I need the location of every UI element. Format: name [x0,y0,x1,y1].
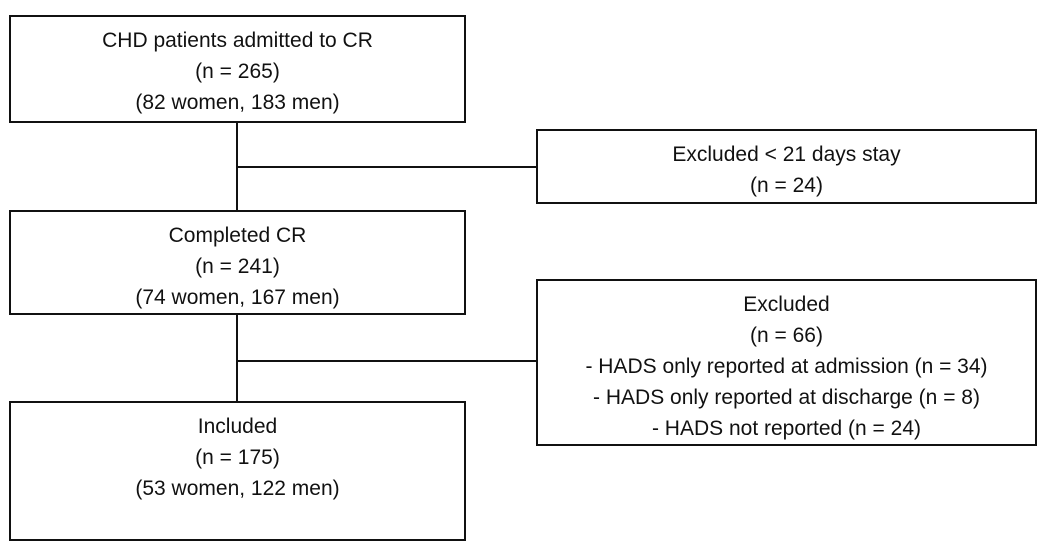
excluded-stay-box: Excluded < 21 days stay (n = 24) [536,129,1037,204]
completed-breakdown: (74 women, 167 men) [135,286,340,309]
excluded-stay-title: Excluded < 21 days stay [672,143,901,166]
connector-completed-to-included [236,315,238,401]
included-box: Included (n = 175) (53 women, 122 men) [9,401,466,541]
connector-to-excluded-hads [236,360,536,362]
admitted-box: CHD patients admitted to CR (n = 265) (8… [9,15,466,123]
completed-box: Completed CR (n = 241) (74 women, 167 me… [9,210,466,315]
admitted-count: (n = 265) [195,60,280,83]
excluded-hads-count: (n = 66) [750,324,823,347]
included-count: (n = 175) [195,446,280,469]
admitted-title: CHD patients admitted to CR [102,29,373,52]
excluded-reason: - HADS only reported at admission (n = 3… [585,355,988,378]
connector-to-excluded-stay [236,166,536,168]
excluded-reason: - HADS not reported (n = 24) [651,417,922,440]
included-breakdown: (53 women, 122 men) [135,477,340,500]
excluded-hads-title: Excluded [743,293,830,316]
completed-title: Completed CR [168,224,307,247]
excluded-reason: - HADS only reported at discharge (n = 8… [593,386,980,409]
excluded-hads-box: Excluded (n = 66) - HADS only reported a… [536,279,1037,446]
included-title: Included [197,415,278,438]
admitted-breakdown: (82 women, 183 men) [135,91,340,114]
completed-count: (n = 241) [195,255,280,278]
excluded-stay-count: (n = 24) [750,174,823,197]
